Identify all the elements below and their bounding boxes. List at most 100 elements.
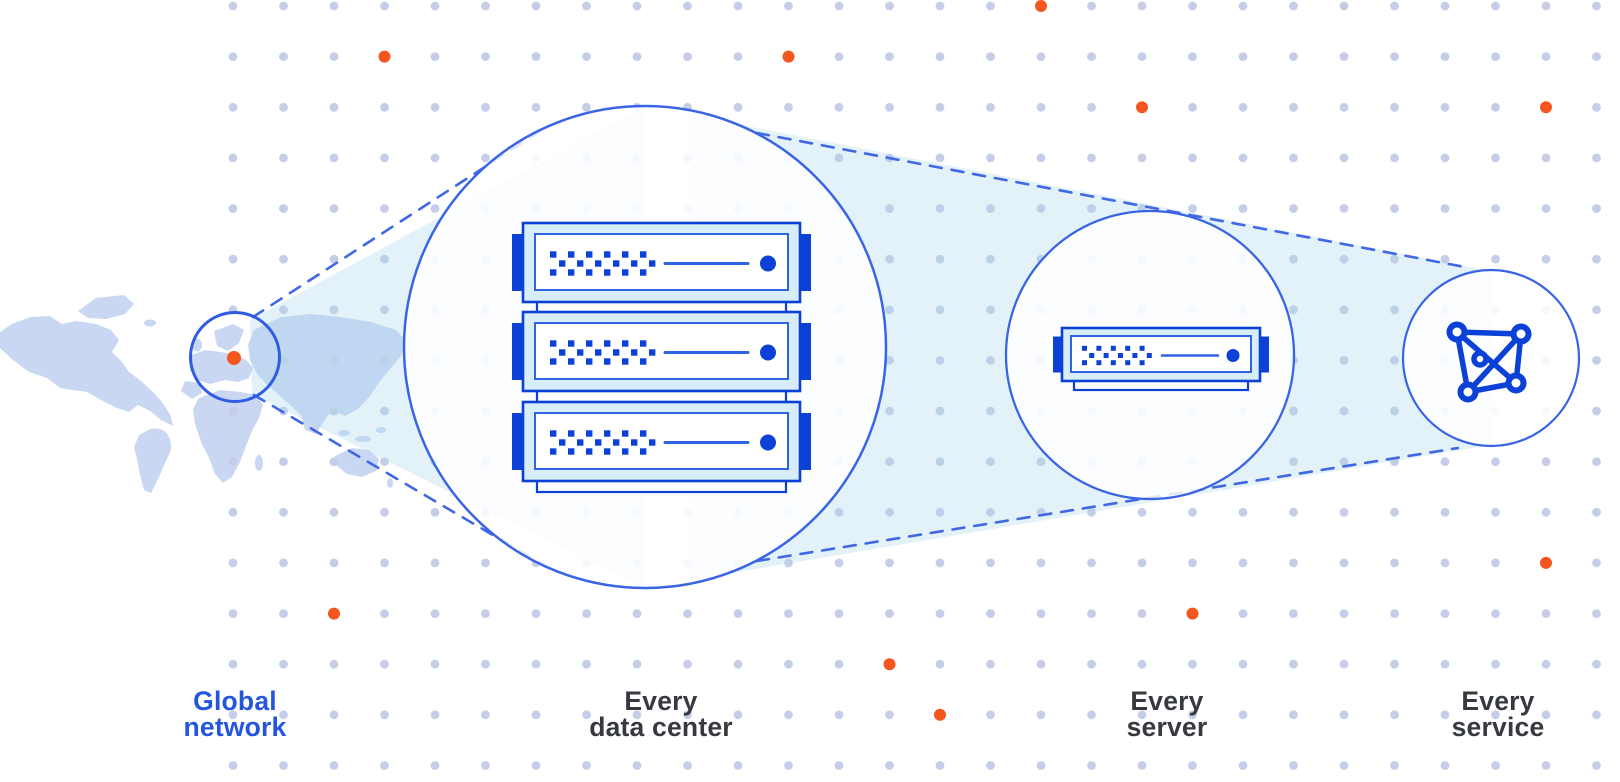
grid-dot [683, 761, 692, 770]
grid-dot [1440, 609, 1450, 618]
grid-dot [1541, 204, 1551, 213]
grid-dot [935, 204, 945, 213]
grid-dot [1491, 102, 1500, 112]
grid-dot [430, 153, 440, 163]
grid-dot [784, 761, 793, 770]
grid-dot [1339, 254, 1349, 264]
grid-dot [329, 659, 339, 669]
grid-dot [1592, 609, 1601, 618]
grid-dot [1087, 761, 1096, 770]
grid-dot [1491, 52, 1500, 61]
grid-dot [1238, 1, 1248, 11]
grid-dot [329, 52, 339, 61]
grid-dot [1087, 102, 1096, 112]
grid-dot [380, 609, 389, 618]
grid-dot [683, 659, 692, 669]
grid-dot-orange [782, 50, 795, 63]
grid-dot [683, 52, 692, 61]
grid-dot [1592, 1, 1601, 11]
grid-dot [1339, 356, 1349, 365]
grid-dot [1137, 761, 1147, 770]
grid-dot [986, 406, 995, 416]
grid-dot [632, 1, 642, 11]
vent-pixel [622, 448, 629, 455]
grid-dot [834, 710, 844, 720]
grid-dot [329, 204, 339, 213]
grid-dot [1188, 1, 1197, 11]
grid-dot [380, 710, 389, 720]
grid-dot [380, 305, 389, 315]
grid-dot [380, 457, 389, 467]
grid-dot [582, 102, 591, 112]
grid-dot [1238, 102, 1248, 112]
grid-dot [481, 1, 490, 11]
grid-dot [1238, 710, 1248, 720]
grid-dot [885, 305, 894, 315]
grid-dot [885, 406, 894, 416]
map-asia [248, 314, 406, 434]
mesh-node-top-right [1510, 323, 1532, 345]
vent-pixel [586, 448, 593, 455]
grid-dot [885, 457, 894, 467]
grid-dot [1440, 1, 1450, 11]
grid-dot [1238, 52, 1248, 61]
grid-dot [430, 558, 440, 568]
map-new-zealand [387, 478, 393, 488]
grid-dot [279, 102, 288, 112]
grid-dot [1440, 52, 1450, 61]
grid-dot [784, 102, 793, 112]
server-tab-left [1053, 336, 1064, 373]
world-map [0, 295, 406, 493]
grid-dot [531, 761, 541, 770]
grid-dot [834, 761, 844, 770]
grid-dot [1137, 52, 1147, 61]
grid-dot [834, 1, 844, 11]
grid-dot [1188, 507, 1197, 517]
grid-dot [430, 1, 440, 11]
grid-dot [1491, 659, 1500, 669]
grid-dot [1440, 457, 1450, 467]
grid-dot [1137, 558, 1147, 568]
grid-dot [986, 710, 995, 720]
caption-line: Every [1130, 686, 1204, 716]
grid-dot [279, 204, 288, 213]
grid-dot-orange [378, 50, 391, 63]
vent-pixel [613, 349, 620, 356]
grid-dot [834, 558, 844, 568]
grid-dot [1137, 1, 1147, 11]
grid-dot [986, 507, 995, 517]
mesh-node-top-left [1446, 321, 1468, 343]
grid-dot [1289, 457, 1298, 467]
grid-dot [1339, 761, 1349, 770]
vent-pixel [613, 439, 620, 446]
caption-every-data-center: Every data center [589, 688, 733, 741]
grid-dot [1390, 204, 1399, 213]
grid-dot [380, 1, 389, 11]
grid-dot [1440, 507, 1450, 517]
vent-pixel [550, 269, 557, 276]
vent-pixel [640, 358, 647, 365]
grid-dot [1036, 52, 1046, 61]
dashed-line-bottom-right [755, 446, 1460, 563]
grid-dot [279, 558, 288, 568]
vent-pixel [604, 430, 611, 437]
dashed-line-top-right [755, 131, 1472, 270]
grid-dot [733, 52, 743, 61]
vent-pixel [640, 340, 647, 347]
vent-pixel [640, 251, 647, 258]
grid-dot [1592, 507, 1601, 517]
vent-pixel [595, 439, 602, 446]
grid-dot [632, 609, 642, 618]
vent-pixel [622, 358, 629, 365]
grid-dot [733, 609, 743, 618]
vent-pixel [1110, 345, 1116, 351]
vent-pixel [613, 260, 620, 267]
grid-dot [834, 153, 844, 163]
grid-dot [228, 710, 238, 720]
vent-pixel [550, 251, 557, 258]
grid-dot [1390, 659, 1399, 669]
grid-dot [279, 153, 288, 163]
grid-dot [481, 102, 490, 112]
pop-location-dot [227, 351, 241, 365]
